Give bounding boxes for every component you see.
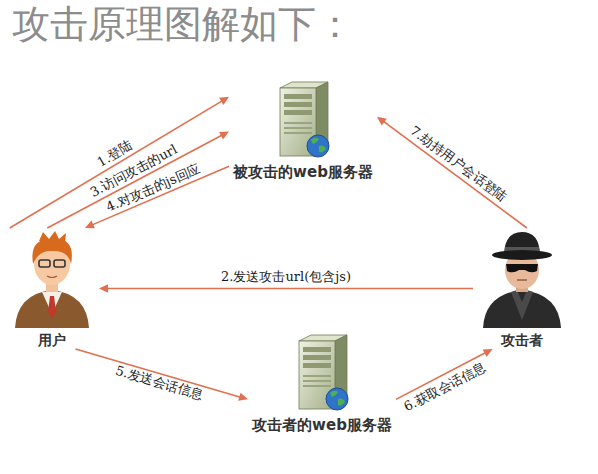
icon-node: 攻击者的web服务器: [248, 335, 396, 434]
icon-node: 被攻击的web服务器: [229, 82, 377, 181]
node-label: 被攻击的web服务器: [233, 163, 373, 181]
drive-bay: [284, 102, 312, 107]
globe: [307, 135, 329, 157]
vent: [303, 375, 331, 377]
globe-land: [338, 398, 345, 405]
attacker-coat: [483, 290, 561, 328]
diagram-title: 攻击原理图解如下：: [12, 2, 354, 48]
drive-bay: [303, 355, 331, 360]
arrow-line: [47, 134, 223, 228]
icon-node: 用户: [5, 228, 99, 349]
globe-land: [311, 138, 319, 144]
server-icon: [280, 82, 329, 157]
user-glasses: [54, 260, 65, 267]
user-icon: [15, 231, 89, 328]
globe-land: [319, 145, 326, 152]
server-icon: [299, 335, 348, 410]
edge-label: 7.劫持用户会话登陆: [407, 124, 509, 205]
arrowhead: [377, 117, 387, 126]
attacker-hat-brim: [492, 250, 552, 260]
vent: [303, 385, 331, 387]
arrowhead: [85, 221, 95, 229]
arrowhead: [219, 97, 229, 105]
arrow-line: [382, 120, 527, 228]
user-glasses: [39, 260, 50, 267]
attacker-collar: [511, 290, 533, 320]
arrowhead: [219, 132, 229, 140]
drive-bay: [284, 94, 312, 99]
vent: [303, 380, 331, 382]
arrowhead: [238, 393, 248, 401]
drive-bay: [303, 347, 331, 352]
icon-node: 攻击者: [473, 228, 571, 349]
vent: [284, 132, 312, 134]
vent: [284, 122, 312, 124]
edge-label: 6.获取会话信息: [401, 360, 488, 415]
edge-label: 2.发送攻击url(包含js): [221, 270, 351, 285]
drive-bay: [303, 363, 331, 368]
user-hair: [32, 239, 71, 264]
node-label: 用户: [38, 332, 66, 349]
user-tie: [48, 296, 56, 318]
user-mouth: [47, 276, 57, 278]
globe-land: [330, 391, 338, 397]
arrowhead: [99, 284, 108, 292]
arrow-line: [10, 100, 224, 228]
node-label: 攻击者的web服务器: [252, 416, 392, 434]
arrowhead: [483, 349, 493, 357]
user-suit: [15, 290, 89, 328]
attacker-mouth: [517, 279, 527, 280]
globe: [326, 388, 348, 410]
vent: [284, 127, 312, 129]
arrow-line: [105, 288, 473, 290]
attacker-sunglasses: [506, 264, 538, 272]
attacker-icon: [483, 232, 561, 328]
drive-bay: [284, 110, 312, 115]
node-label: 攻击者: [501, 332, 543, 349]
edge-label: 5.发送会话信息: [113, 364, 204, 404]
user-hair: [39, 231, 66, 243]
